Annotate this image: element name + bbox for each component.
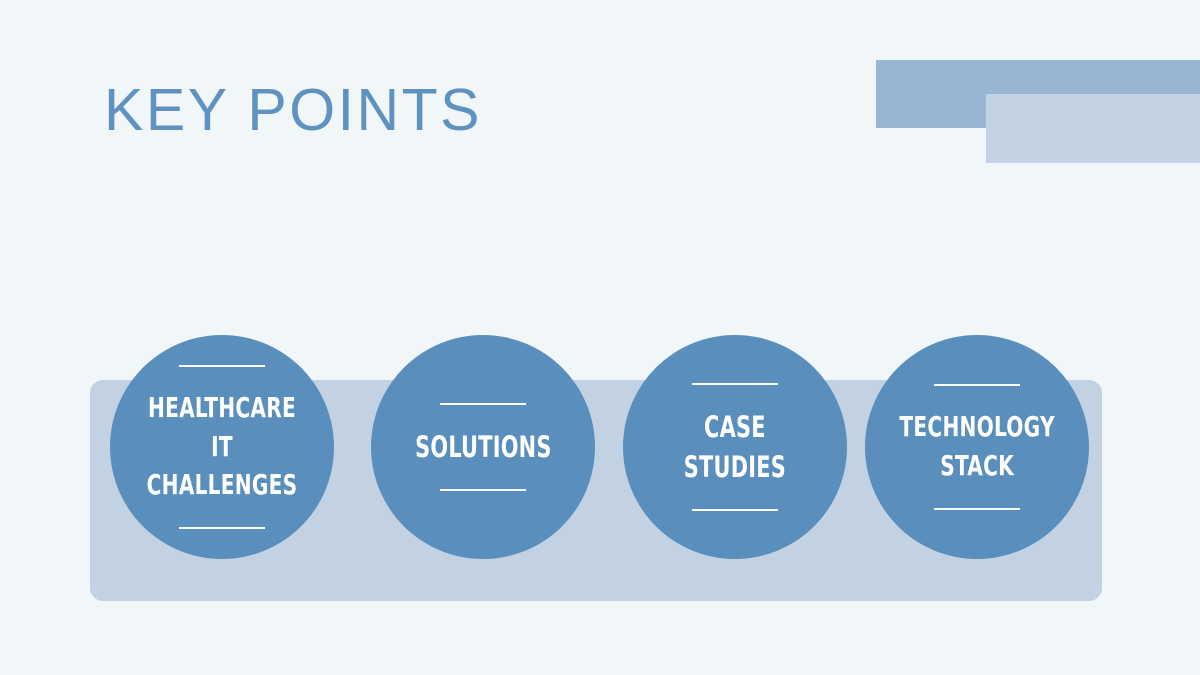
divider-rule-bottom [440,489,526,491]
key-point-circle-solutions[interactable]: SOLUTIONS [371,335,595,559]
key-point-label: SOLUTIONS [414,429,552,464]
key-point-label: CASE STUDIES [683,409,787,484]
divider-rule-bottom [179,526,265,529]
key-point-circle-healthcare-it-challenges[interactable]: HEALTHCARE IT CHALLENGES [110,335,334,559]
key-point-circle-technology-stack[interactable]: TECHNOLOGY STACK [865,335,1089,559]
key-point-label: TECHNOLOGY STACK [899,410,1055,482]
divider-rule-bottom [934,507,1020,510]
decorative-rectangle-light [986,94,1200,163]
page-title: KEY POINTS [104,77,483,143]
divider-rule-top [692,382,778,385]
divider-rule-top [179,365,265,368]
divider-rule-top [440,402,526,405]
divider-rule-bottom [692,509,778,512]
key-points-row: HEALTHCARE IT CHALLENGES SOLUTIONS CASE … [0,335,1200,559]
key-point-label: HEALTHCARE IT CHALLENGES [146,391,298,502]
divider-rule-top [934,384,1020,387]
key-point-circle-case-studies[interactable]: CASE STUDIES [623,335,847,559]
